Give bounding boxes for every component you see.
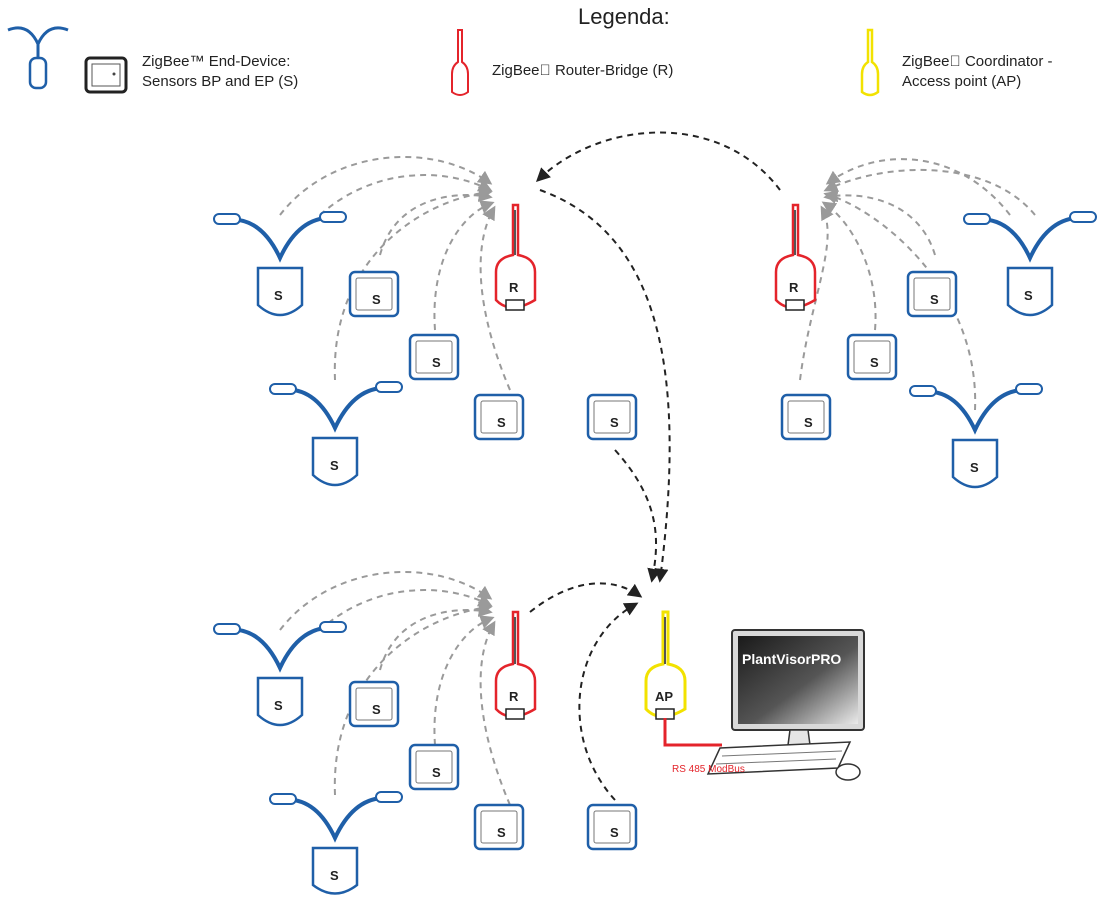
svg-text:S: S [610, 415, 619, 430]
end-device-links [279, 155, 1036, 806]
legend-router-label: ZigBee  Router-Bridge (R) [492, 62, 674, 79]
svg-text:S: S [432, 765, 441, 780]
svg-text:S: S [1024, 288, 1033, 303]
svg-text:S: S [372, 702, 381, 717]
svg-text:S: S [330, 868, 339, 883]
svg-text:S: S [930, 292, 939, 307]
router-links [529, 131, 781, 801]
router-label: R [789, 280, 799, 295]
svg-text:S: S [610, 825, 619, 840]
probe-sensor: S [213, 211, 347, 317]
legend-coordinator-icon [860, 28, 880, 97]
sensor-box: S [586, 803, 638, 851]
sensor-box: S [473, 393, 525, 441]
svg-text:S: S [330, 458, 339, 473]
router-label: R [509, 689, 519, 704]
plantvisor-workstation: PlantVisorPRO [706, 629, 865, 781]
sensor-box: S [906, 270, 958, 318]
rs485-cable [663, 718, 722, 747]
svg-text:S: S [970, 460, 979, 475]
legend-router-icon [451, 29, 469, 96]
sensor-box: S [348, 270, 400, 318]
access-point-label: AP [655, 689, 673, 704]
sensor-box: S [348, 680, 400, 728]
svg-text:S: S [274, 288, 283, 303]
legend-title: Legenda: [578, 4, 670, 29]
legend-end-device-line1: ZigBee™ End-Device: [142, 53, 291, 70]
svg-text:S: S [870, 355, 879, 370]
access-point-device: AP [644, 610, 687, 720]
legend-coordinator-line1: ZigBee  Coordinator - [902, 53, 1053, 70]
monitor-brand-text: PlantVisorPRO [742, 651, 841, 667]
bus-label: RS 485 ModBus [672, 764, 745, 775]
sensor-box: S [473, 803, 525, 851]
sensor-box: S [586, 393, 638, 441]
sensor-box: S [780, 393, 832, 441]
legend-end-device-line2: Sensors BP and EP (S) [142, 73, 299, 90]
sensor-box: S [846, 333, 898, 381]
probe-sensor: S [909, 383, 1043, 489]
router-device-top-right: R [774, 203, 817, 311]
svg-text:S: S [804, 415, 813, 430]
sensor-box: S [408, 333, 460, 381]
svg-text:S: S [274, 698, 283, 713]
sensor-box: S [408, 743, 460, 791]
svg-text:S: S [372, 292, 381, 307]
router-device-top-left: R [494, 203, 537, 311]
legend-coordinator-line2: Access point (AP) [902, 73, 1022, 90]
probe-sensor: S [269, 791, 403, 895]
svg-text:S: S [432, 355, 441, 370]
probe-sensor: S [213, 621, 347, 727]
router-label: R [509, 280, 519, 295]
probe-sensor: S [963, 211, 1097, 317]
svg-text:S: S [497, 415, 506, 430]
router-device-bottom: R [494, 610, 537, 720]
svg-text:S: S [497, 825, 506, 840]
legend-end-device-icon [7, 26, 128, 94]
probe-sensor: S [269, 381, 403, 487]
